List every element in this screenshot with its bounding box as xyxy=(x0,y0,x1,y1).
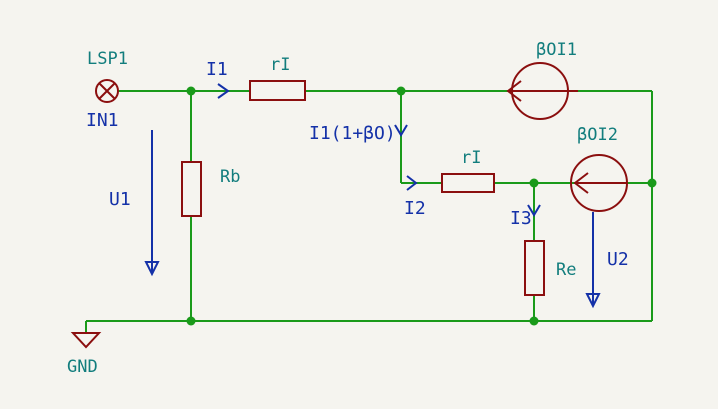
i1-split-arrow-icon xyxy=(394,124,408,137)
i1-arrow-icon xyxy=(217,83,230,99)
resistor-ri-top-label: rI xyxy=(270,55,290,75)
current-source-mid xyxy=(570,154,628,212)
source-mid-arrow-head xyxy=(573,172,589,194)
voltage-u2-label: U2 xyxy=(607,249,629,270)
current-source-top xyxy=(506,62,578,120)
current-arrows xyxy=(217,83,541,217)
connector-cross-b xyxy=(98,82,116,100)
current-i1-label: I1 xyxy=(206,59,228,80)
current-i1-split-label: I1(1+βO) xyxy=(309,123,396,144)
current-i3-label: I3 xyxy=(510,208,532,229)
ground-symbol: GND xyxy=(67,332,102,377)
current-i2-label: I2 xyxy=(404,198,426,219)
ground-label: GND xyxy=(67,357,98,377)
junction-dot xyxy=(647,178,657,188)
connector-reference: LSP1 xyxy=(87,49,128,69)
source-top-arrow-head xyxy=(506,80,522,102)
voltage-u1-label: U1 xyxy=(109,189,131,210)
voltage-arrows xyxy=(144,130,601,309)
source-mid-circle xyxy=(570,154,628,212)
connector-net-label: IN1 xyxy=(86,110,119,131)
junction-dot xyxy=(396,86,406,96)
junctions xyxy=(186,86,657,326)
source-top-label: βOI1 xyxy=(536,40,577,60)
junction-dot xyxy=(186,86,196,96)
resistor-ri-mid-label: rI xyxy=(461,148,481,168)
resistor-re xyxy=(524,240,545,296)
resistor-ri-mid xyxy=(441,173,495,193)
ground-icon xyxy=(70,332,102,349)
junction-dot xyxy=(186,316,196,326)
junction-dot xyxy=(529,178,539,188)
connector-ring xyxy=(95,79,119,103)
i3-arrow-icon xyxy=(527,204,541,217)
i2-arrow-icon xyxy=(406,175,418,191)
resistor-ri-top xyxy=(249,80,306,101)
resistor-rb-label: Rb xyxy=(220,167,240,187)
resistor-re-label: Re xyxy=(556,260,576,280)
junction-dot xyxy=(529,316,539,326)
u1-arrow-icon xyxy=(144,261,160,277)
input-connector: LSP1 IN1 xyxy=(86,49,128,131)
resistors xyxy=(181,80,545,296)
resistor-rb xyxy=(181,161,202,217)
source-mid-label: βOI2 xyxy=(577,125,618,145)
u2-arrow-icon xyxy=(585,293,601,309)
